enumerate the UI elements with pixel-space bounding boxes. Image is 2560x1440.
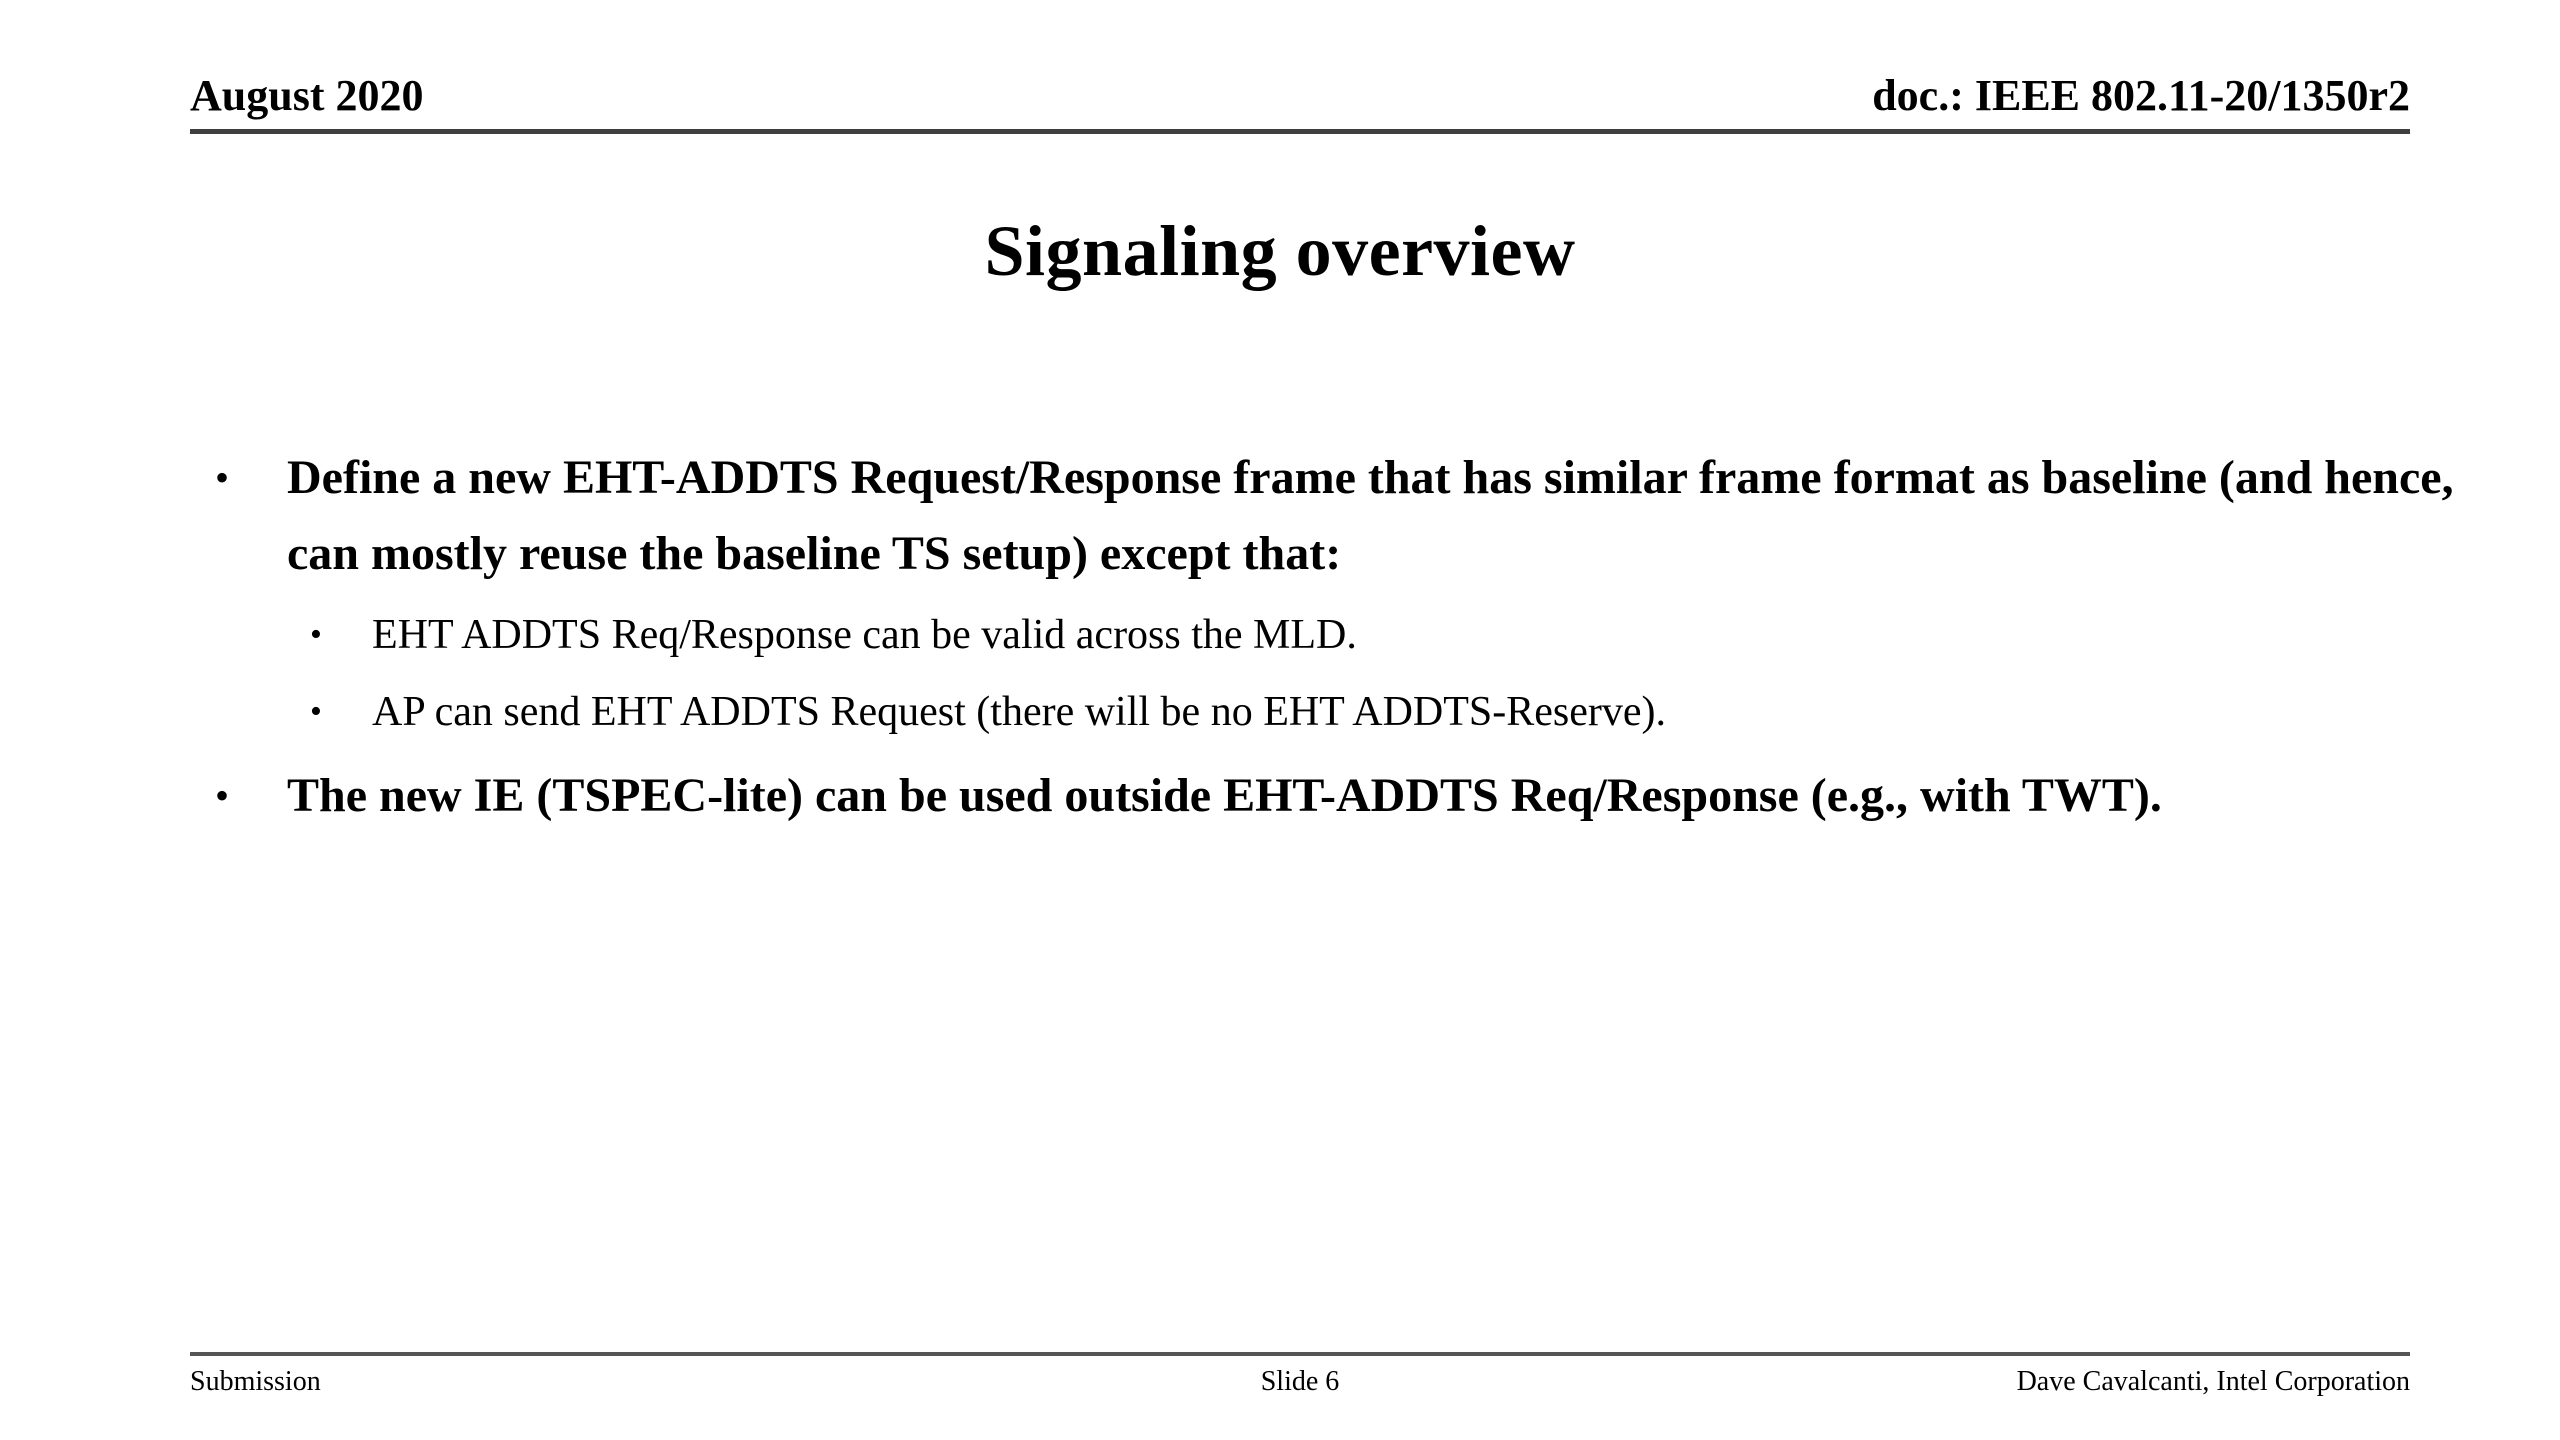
footer-slide-number: Slide 6 (1260, 1366, 1340, 1397)
bullet-text: Define a new EHT-ADDTS Request/Response … (287, 451, 2454, 580)
bullet-text: The new IE (TSPEC-lite) can be used outs… (287, 769, 2162, 822)
bullet-item: • Define a new EHT-ADDTS Request/Respons… (215, 440, 2470, 592)
sub-bullet-text: EHT ADDTS Req/Response can be valid acro… (372, 612, 1357, 658)
header-doc-number: doc.: IEEE 802.11-20/1350r2 (1872, 71, 2410, 120)
bullet-icon: • (215, 455, 230, 500)
bullet-icon: • (310, 693, 322, 730)
slide-body: • Define a new EHT-ADDTS Request/Respons… (215, 440, 2470, 846)
bullet-icon: • (310, 616, 322, 653)
footer-submission: Submission (190, 1366, 321, 1397)
sub-bullet-item: • AP can send EHT ADDTS Request (there w… (310, 681, 2470, 743)
sub-bullet-item: • EHT ADDTS Req/Response can be valid ac… (310, 604, 2470, 666)
bullet-icon: • (215, 773, 230, 818)
header-date: August 2020 (190, 71, 424, 120)
sub-bullet-text: AP can send EHT ADDTS Request (there wil… (372, 689, 1667, 735)
slide-header: August 2020 doc.: IEEE 802.11-20/1350r2 (190, 70, 2410, 134)
page-title: Signaling overview (984, 211, 1576, 291)
slide-footer: Submission Slide 6 Dave Cavalcanti, Inte… (190, 1352, 2410, 1398)
footer-author: Dave Cavalcanti, Intel Corporation (2016, 1366, 2410, 1397)
bullet-item: • The new IE (TSPEC-lite) can be used ou… (215, 758, 2470, 834)
